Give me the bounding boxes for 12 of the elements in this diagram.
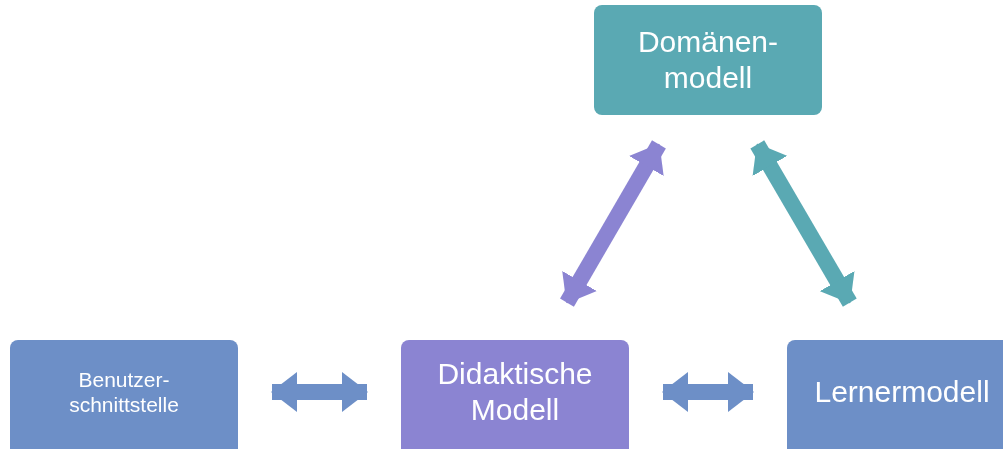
double-arrow [560,140,666,307]
box-label: Lernermodell [814,374,990,410]
model-box [787,340,1003,449]
model-box [594,5,822,115]
model-box [401,340,629,449]
double-arrow [750,140,857,307]
box-label: Didaktische Modell [436,356,594,428]
box-label: Benutzer- schnittstelle [68,366,180,418]
double-arrow [662,372,754,412]
model-box [10,340,238,449]
double-arrow [271,372,368,412]
box-label: Domänen- modell [636,24,780,96]
